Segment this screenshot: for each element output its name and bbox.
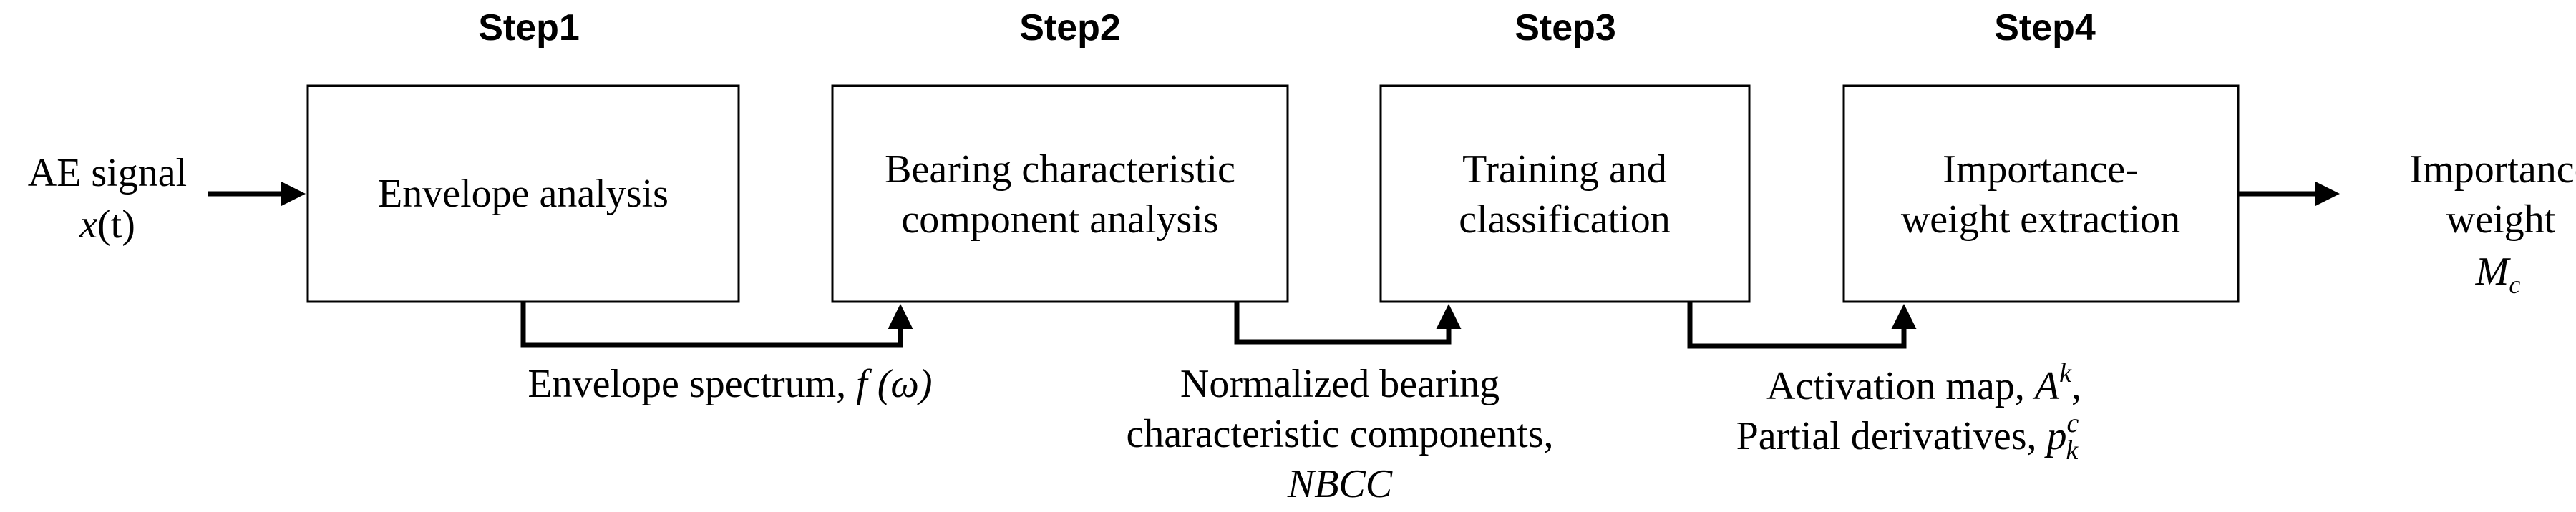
step1-box-label: Envelope analysis (378, 172, 669, 216)
training-classification-box (1379, 84, 1751, 303)
input-signal-symbol: x(t) (79, 202, 135, 247)
nbcc-label-line1: Normalized bearing (1180, 362, 1500, 406)
step4-box-label-line2: weight extraction (1901, 197, 2180, 242)
importance-weight-extraction-box (1842, 84, 2240, 303)
link-arrow-3-4 (1687, 302, 1917, 349)
step3-box-label-line1: Training and (1462, 147, 1667, 192)
nbcc-label-line2: characteristic components, (1126, 412, 1553, 456)
output-symbol: Mc (2475, 250, 2521, 299)
output-label-line2: weight (2446, 197, 2556, 242)
input-label: AE signal (28, 151, 187, 195)
step3-box-label-line2: classification (1459, 197, 1670, 242)
step4-box-label-line1: Importance- (1943, 147, 2139, 192)
step3-title: Step3 (1515, 7, 1616, 49)
output-label-line1: Importance (2410, 147, 2576, 192)
step2-title: Step2 (1019, 7, 1121, 49)
bearing-component-analysis-box (831, 84, 1289, 303)
link-arrow-1-2 (520, 302, 913, 348)
envelope-spectrum-label: Envelope spectrum, f (ω) (528, 362, 932, 406)
step2-box-label-line2: component analysis (901, 197, 1218, 242)
step2-box-label-line1: Bearing characteristic (885, 147, 1235, 192)
nbcc-label-line3: NBCC (1287, 462, 1393, 506)
envelope-analysis-box (306, 84, 740, 303)
step1-title: Step1 (478, 7, 580, 49)
activation-map-label: Activation map, Ak, (1766, 358, 2081, 408)
step4-title: Step4 (1994, 7, 2096, 49)
link-arrow-2-3 (1234, 302, 1462, 345)
